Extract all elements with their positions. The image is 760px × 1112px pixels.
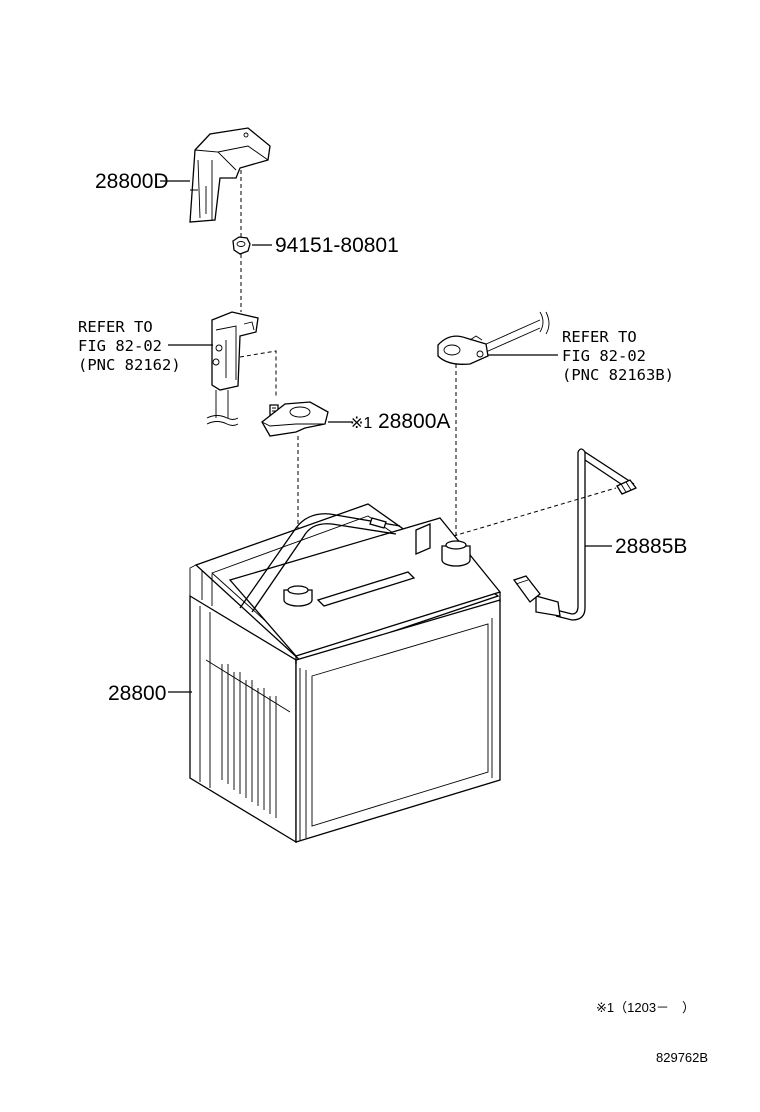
part-label-cover[interactable]: 28800D: [95, 170, 169, 193]
part-label-clamp[interactable]: 28800A: [378, 410, 450, 433]
footnote: ※1（1203－ ）: [596, 1000, 695, 1015]
clamp-note-mark: ※1: [350, 415, 372, 432]
part-label-battery[interactable]: 28800: [108, 682, 166, 705]
terminal-clamp-drawing: [261, 401, 329, 437]
nut-drawing: [232, 236, 251, 255]
dash-rod-bracket: [439, 487, 617, 541]
ref-left-line1[interactable]: REFER TO: [78, 318, 153, 336]
ref-right-line3[interactable]: (PNC 82163B): [562, 366, 674, 384]
hold-down-rod-drawing: [512, 448, 638, 621]
part-label-rod[interactable]: 28885B: [615, 535, 687, 558]
figure-id: 829762B: [656, 1050, 708, 1065]
ref-left-line3[interactable]: (PNC 82162): [78, 356, 181, 374]
part-label-nut[interactable]: 94151-80801: [275, 234, 399, 257]
ref-right-line2[interactable]: FIG 82-02: [562, 347, 646, 365]
ref-right-line1[interactable]: REFER TO: [562, 328, 637, 346]
terminal-cover-drawing: [189, 127, 271, 223]
positive-terminal-cable-drawing: [437, 311, 550, 365]
battery-drawing: [189, 503, 502, 844]
negative-terminal-cable-drawing: [206, 311, 259, 426]
ref-left-line2[interactable]: FIG 82-02: [78, 337, 162, 355]
dash-terminal-bolt: [239, 350, 277, 396]
